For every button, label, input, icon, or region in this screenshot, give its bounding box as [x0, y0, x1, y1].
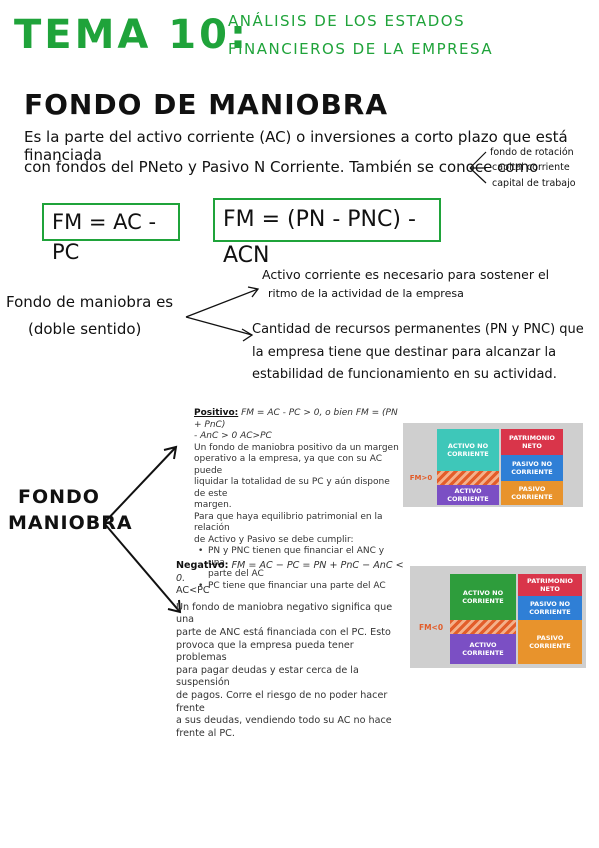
- positive-para2-line2: de Activo y Pasivo se debe cumplir:: [194, 534, 354, 545]
- positive-fm-hatch: [437, 471, 499, 485]
- positive-fm-label: FM>0: [409, 474, 433, 482]
- page-title: TEMA 10:: [14, 12, 249, 58]
- negative-para-line6: a sus deudas, vendiendo todo su AC no ha…: [176, 715, 392, 727]
- definition-line2: con fondos del PNeto y Pasivo N Corrient…: [24, 158, 539, 176]
- negative-balance-diagram: ACTIVO NO CORRIENTE ACTIVO CORRIENTE PAT…: [410, 566, 586, 668]
- negative-formula-line2: AC<PC: [176, 585, 210, 597]
- dual-upper-line2: ritmo de la actividad de la empresa: [268, 287, 464, 300]
- dual-lower-line2: la empresa tiene que destinar para alcan…: [252, 345, 557, 360]
- positive-heading: Positivo:: [194, 408, 239, 418]
- positive-ac-block: ACTIVO CORRIENTE: [437, 485, 499, 505]
- dual-label-line2: (doble sentido): [28, 320, 142, 338]
- positive-pnc-block: PASIVO NO CORRIENTE: [501, 455, 563, 481]
- positive-para1-line2: operativo a la empresa, ya que con su AC…: [194, 454, 383, 476]
- dual-label-line1: Fondo de maniobra es: [6, 293, 174, 311]
- page-subtitle-line1: ANÁLISIS DE LOS ESTADOS: [228, 12, 466, 30]
- negative-anc-block: ACTIVO NO CORRIENTE: [450, 574, 516, 620]
- positive-formula-line2: - AnC > 0 AC>PC: [194, 431, 272, 441]
- positive-para1-line1: Un fondo de maniobra positivo da un marg…: [194, 442, 399, 453]
- formula-box-2: FM = (PN - PNC) - ACN: [213, 198, 441, 268]
- dual-lower-line1: Cantidad de recursos permanentes (PN y P…: [252, 322, 584, 337]
- positive-anc-block: ACTIVO NO CORRIENTE: [437, 429, 499, 471]
- positive-balance-diagram: ACTIVO NO CORRIENTE ACTIVO CORRIENTE PAT…: [403, 423, 583, 507]
- negative-heading: Negativo:: [176, 560, 229, 571]
- dual-upper-line1: Activo corriente es necesario para soste…: [262, 267, 550, 282]
- alias-2: capital corriente: [492, 162, 570, 173]
- positive-para1-line4: margen.: [194, 500, 232, 510]
- alias-1: fondo de rotación: [490, 147, 574, 158]
- negative-pnc-block: PASIVO NO CORRIENTE: [518, 596, 582, 620]
- negative-pn-block: PATRIMONIO NETO: [518, 574, 582, 596]
- positive-block: Positivo: FM = AC - PC > 0, o bien FM = …: [194, 408, 399, 591]
- negative-block: Negativo: FM = AC − PC = PN + PnC − AnC …: [176, 560, 404, 740]
- negative-fm-label: FM<0: [418, 622, 444, 632]
- section-title: FONDO DE MANIOBRA: [24, 88, 389, 121]
- negative-para-line2: parte de ANC está financiada con el PC. …: [176, 626, 391, 638]
- formula-box-1: FM = AC - PC: [42, 203, 180, 264]
- negative-para-line4: para pagar deudas y estar cerca de la su…: [176, 664, 359, 689]
- fondo-label-line1: FONDO: [18, 486, 100, 508]
- negative-fm-hatch: [450, 620, 516, 634]
- negative-para-line5: de pagos. Corre el riesgo de no poder ha…: [176, 689, 388, 714]
- positive-bullet1-line2: parte del AC: [208, 569, 264, 579]
- negative-pc-block: PASIVO CORRIENTE: [518, 620, 582, 664]
- positive-pn-block: PATRIMONIO NETO: [501, 429, 563, 455]
- negative-para-line3: provoca que la empresa pueda tener probl…: [176, 639, 354, 664]
- page-subtitle-line2: FINANCIEROS DE LA EMPRESA: [228, 40, 494, 58]
- positive-bullet2: PC tiene que financiar una parte del AC: [208, 580, 386, 591]
- negative-para-line1: Un fondo de maniobra negativo significa …: [176, 601, 393, 626]
- alias-3: capital de trabajo: [492, 178, 576, 189]
- dual-lower-line3: estabilidad de funcionamiento en su acti…: [252, 367, 557, 382]
- positive-formula-line1: FM = AC - PC > 0, o bien FM = (PN + PnC): [194, 408, 398, 430]
- positive-bullet1-line1: PN y PNC tienen que financiar el ANC y u…: [208, 546, 385, 568]
- negative-formula-line1: FM = AC − PC = PN + PnC − AnC < 0.: [176, 560, 404, 584]
- fondo-label-line2: MANIOBRA: [8, 512, 133, 534]
- positive-para2-line1: Para que haya equilibrio patrimonial en …: [194, 511, 383, 534]
- positive-para1-line3: liquidar la totalidad de su PC y aún dis…: [194, 477, 390, 499]
- positive-pc-block: PASIVO CORRIENTE: [501, 481, 563, 505]
- definition-line1: Es la parte del activo corriente (AC) o …: [24, 128, 568, 164]
- negative-ac-block: ACTIVO CORRIENTE: [450, 634, 516, 664]
- negative-para-line7: frente al PC.: [176, 727, 235, 739]
